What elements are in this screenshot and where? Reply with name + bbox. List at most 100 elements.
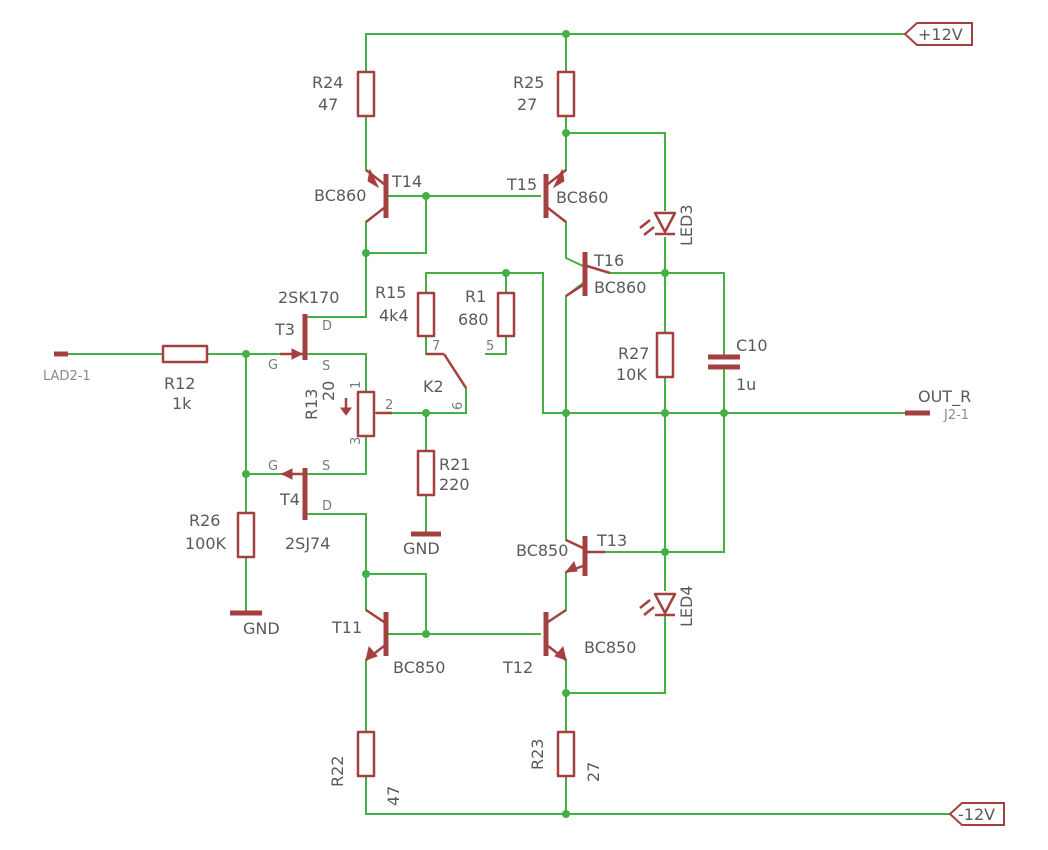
gate-pin-label: G	[268, 358, 278, 373]
input-connector: LAD2-1	[43, 351, 91, 384]
resistor-r26: R26 100K	[185, 511, 256, 559]
transistor-t4: T4 2SJ74 G S D	[268, 459, 332, 553]
resistor-name: R24	[312, 73, 343, 92]
resistor-r12: R12 1k	[161, 344, 209, 413]
jumper-pin-5: 5	[486, 339, 494, 354]
emitter-arrow-icon	[365, 645, 378, 661]
wire-r1-k2	[485, 335, 507, 355]
resistor-name: R1	[465, 287, 486, 306]
transistor-t11: T11 BC850	[331, 608, 445, 677]
resistor-body	[416, 449, 436, 497]
wire-t4d-t11c	[304, 513, 367, 611]
wire-neg-rail	[365, 775, 951, 815]
led-ray-icon	[643, 226, 655, 236]
resistor-r25: R25 27	[513, 70, 576, 118]
wire-t3s-r13	[304, 353, 367, 393]
collector-lead	[565, 283, 584, 298]
junction	[242, 350, 250, 358]
emitter-arrow-icon	[554, 645, 567, 661]
resistor-body	[556, 70, 576, 118]
resistor-name: R23	[528, 739, 547, 770]
resistor-value: 10K	[616, 365, 647, 384]
emitter-lead	[365, 169, 385, 185]
junction	[242, 470, 250, 478]
resistor-name: R25	[513, 73, 544, 92]
resistor-r1: R1 680	[458, 287, 516, 338]
gate-arrow-icon	[280, 468, 293, 480]
emitter-arrow-icon	[552, 168, 565, 189]
resistor-body	[356, 730, 376, 778]
output-connector-ref: J2-1	[943, 408, 969, 423]
resistor-value: 4k4	[379, 306, 409, 325]
resistor-body	[161, 344, 209, 364]
wire-t11-diode	[365, 573, 427, 635]
resistor-value: 27	[584, 762, 603, 782]
transistor-t15: T15 BC860	[506, 168, 608, 223]
jumper-lever	[442, 353, 468, 389]
emitter-arrow-icon	[367, 168, 380, 189]
power-flag-shape	[948, 802, 1005, 826]
junction	[422, 192, 430, 200]
capacitor-name: C10	[736, 336, 768, 355]
junction	[720, 409, 728, 417]
transistor-t16: T16 BC860	[565, 251, 646, 298]
gate-pin-label: G	[268, 459, 278, 474]
pot-pin-2: 2	[385, 398, 393, 413]
resistor-value: 680	[458, 310, 489, 329]
wire-pos-rail	[365, 33, 906, 73]
wire-k2-r21	[425, 387, 467, 452]
resistor-body	[356, 70, 376, 118]
emitter-lead	[547, 169, 567, 185]
resistor-value: 100K	[185, 534, 227, 553]
transistor-t12: T12 BC850	[502, 608, 636, 677]
transistor-name: T16	[593, 251, 624, 270]
transistor-part: BC850	[584, 638, 636, 657]
resistor-body	[356, 390, 376, 438]
resistor-r15: R15 4k4	[375, 283, 436, 338]
resistor-body	[556, 730, 576, 778]
transistor-part: 2SJ74	[285, 534, 330, 553]
resistor-body	[236, 511, 256, 559]
resistor-body	[655, 331, 675, 379]
collector-lead	[365, 608, 385, 624]
drain-pin-label: D	[322, 499, 332, 514]
transistor-part: BC850	[393, 658, 445, 677]
transistor-name: T15	[506, 175, 537, 194]
output-connector: OUT_R J2-1	[905, 387, 971, 423]
led-name: LED4	[677, 585, 696, 627]
pot-pin-1: 1	[349, 381, 364, 389]
resistor-r24: R24 47	[312, 70, 376, 118]
transistor-part: BC850	[516, 541, 568, 560]
resistor-r22: R22 47	[328, 730, 403, 806]
power-flag-neg: -12V	[948, 802, 1005, 826]
junction	[362, 570, 370, 578]
junction	[661, 548, 669, 556]
resistor-value: 220	[439, 475, 470, 494]
led-triangle	[653, 211, 677, 234]
wire-r13-t4s	[304, 435, 367, 475]
resistor-value: 47	[384, 786, 403, 806]
transistor-part: BC860	[556, 188, 608, 207]
transistor-name: T3	[274, 320, 295, 339]
transistor-name: T4	[279, 490, 300, 509]
junction	[362, 249, 370, 257]
junction	[661, 269, 669, 277]
ground-symbol-r26: GND	[230, 610, 280, 638]
led-name: LED3	[677, 204, 696, 246]
resistor-r27: R27 10K	[616, 331, 675, 384]
junctions	[242, 30, 728, 818]
resistor-name: R15	[375, 283, 406, 302]
jumper-pin-6: 6	[451, 402, 466, 410]
resistor-name: R26	[189, 511, 220, 530]
led-ray-icon	[643, 606, 655, 616]
power-flag-label: +12V	[918, 25, 963, 44]
junction	[562, 810, 570, 818]
source-pin-label: S	[322, 359, 330, 374]
led-ray-icon	[639, 219, 651, 229]
capacitor-value: 1u	[736, 375, 756, 394]
resistor-value: 1k	[172, 394, 192, 413]
transistor-name: T11	[331, 618, 362, 637]
resistor-name: R21	[439, 455, 470, 474]
transistor-t14: T14 BC860	[314, 168, 422, 223]
